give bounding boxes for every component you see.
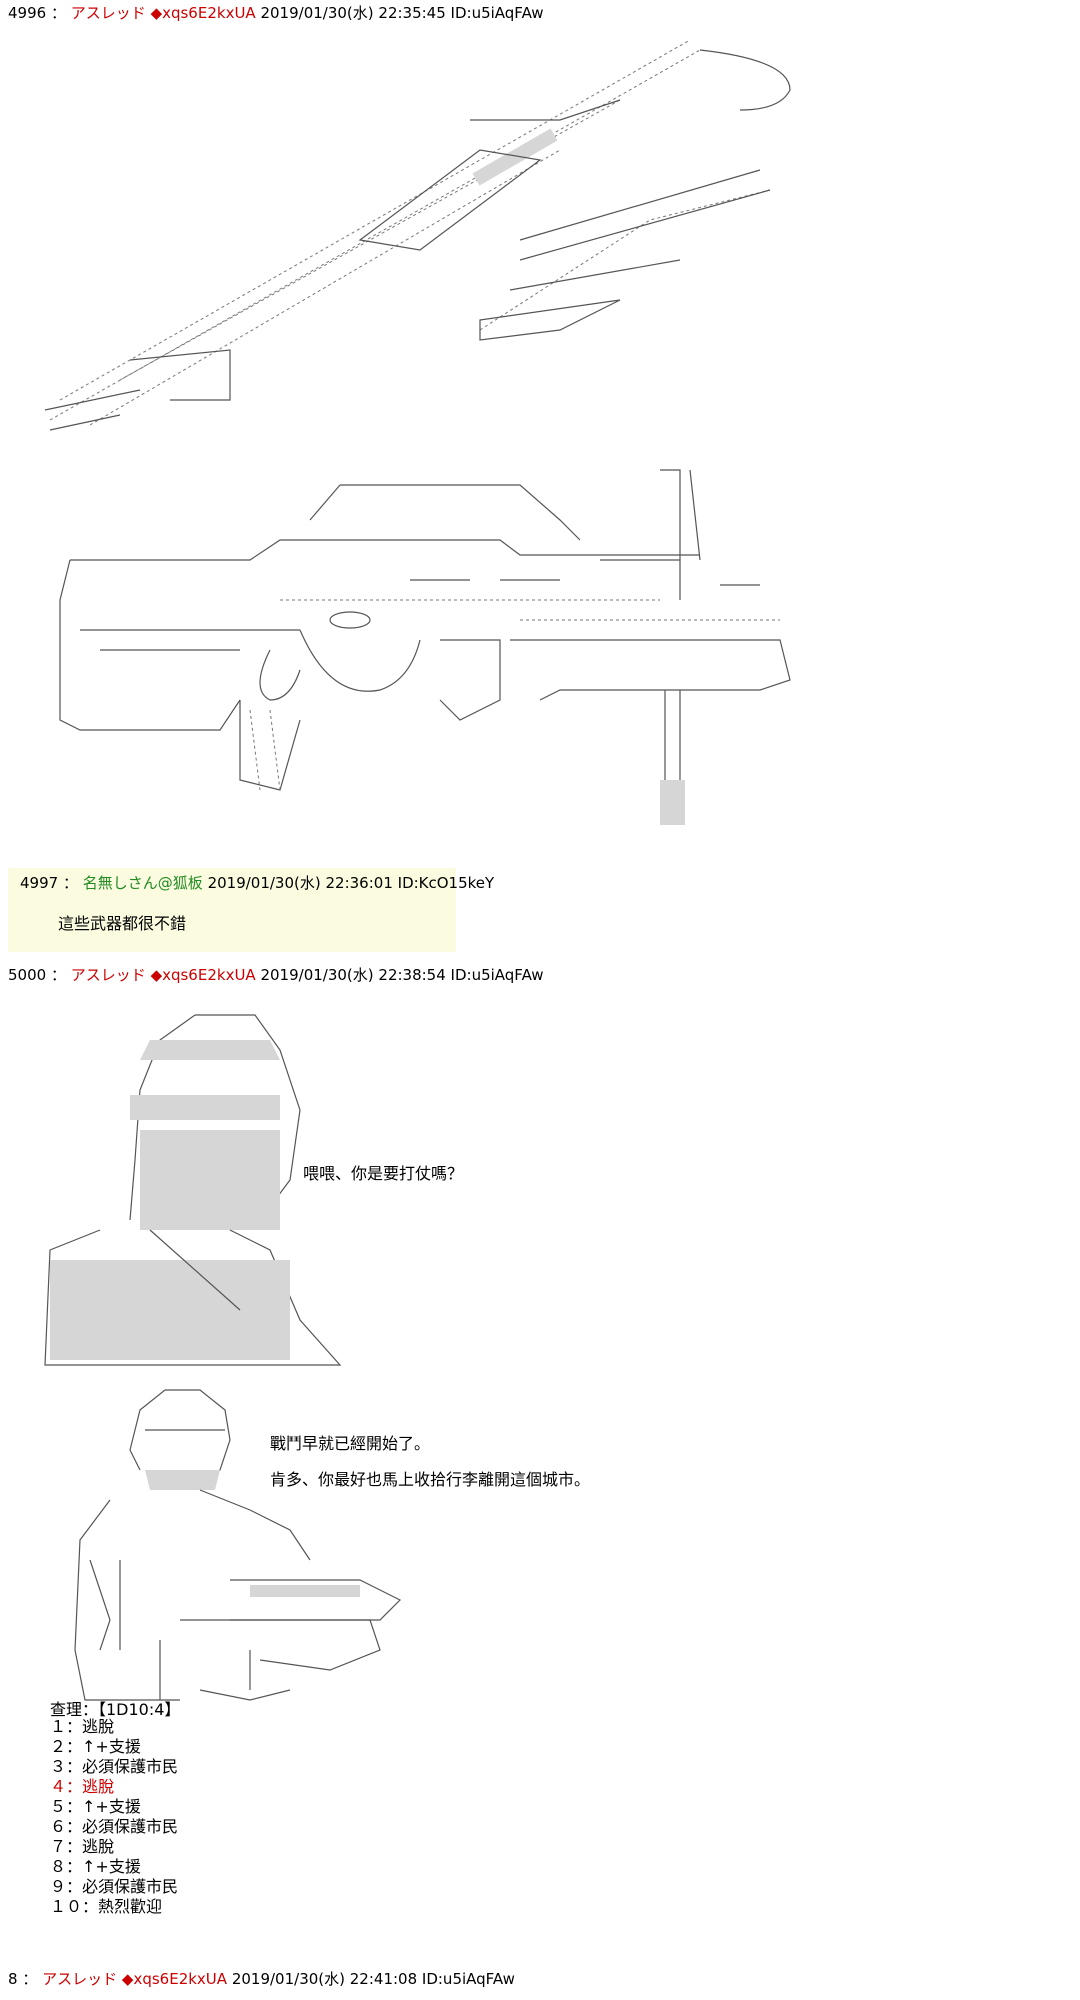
post-id[interactable]: ID:u5iAqFAw xyxy=(421,1970,515,1988)
poster-name[interactable]: アスレッド xyxy=(70,966,146,984)
post-separator: ： xyxy=(50,4,66,22)
list-item: １０：熱烈歡迎 xyxy=(50,1897,163,1916)
list-item: ３：必須保護市民 xyxy=(50,1757,179,1776)
dialogue-line: 喂喂、你是要打仗嗎？ xyxy=(303,1164,464,1183)
post-header-4996: 4996 ： アスレッド ◆xqs6E2kxUA 2019/01/30(水) 2… xyxy=(8,4,543,22)
list-item: ８：↑+支援 xyxy=(50,1857,141,1876)
dialogue-line: 戰鬥早就已經開始了。 xyxy=(270,1434,431,1453)
post-id[interactable]: ID:KcO15keY xyxy=(397,874,495,892)
rocket-launcher-art xyxy=(44,39,791,431)
post-separator: ： xyxy=(22,1970,38,1988)
post-id[interactable]: ID:u5iAqFAw xyxy=(450,4,544,22)
character-art-sunglasses xyxy=(44,1014,342,1366)
poster-trip: ◆xqs6E2kxUA xyxy=(121,1970,228,1988)
poster-name[interactable]: 名無しさん@狐板 xyxy=(82,874,203,892)
list-item: ７：逃脫 xyxy=(50,1837,115,1856)
post-header-5000: 5000 ： アスレッド ◆xqs6E2kxUA 2019/01/30(水) 2… xyxy=(8,966,543,984)
poster-trip: ◆xqs6E2kxUA xyxy=(150,966,256,984)
dialogue-line: 肯多、你最好也馬上收拾行李離開這個城市。 xyxy=(270,1470,591,1489)
post-id[interactable]: ID:u5iAqFAw xyxy=(450,966,544,984)
poster-name[interactable]: アスレッド xyxy=(42,1970,118,1988)
post-separator: ： xyxy=(50,966,66,984)
rifle-art xyxy=(59,469,791,825)
post-number: 4996 xyxy=(8,4,47,22)
poster-name[interactable]: アスレッド xyxy=(70,4,146,22)
poster-trip: ◆xqs6E2kxUA xyxy=(150,4,256,22)
reply-post-4997: 4997 ： 名無しさん@狐板 2019/01/30(水) 22:36:01 I… xyxy=(8,868,494,952)
post-number: 8 xyxy=(8,1970,18,1988)
list-item: １：逃脫 xyxy=(50,1717,115,1736)
list-item-selected: ４：逃脫 xyxy=(50,1777,115,1796)
post-header-4997: 4997 ： 名無しさん@狐板 2019/01/30(水) 22:36:01 I… xyxy=(8,868,494,892)
list-item: ２：↑+支援 xyxy=(50,1737,141,1756)
post-header-8: 8 ： アスレッド ◆xqs6E2kxUA 2019/01/30(水) 22:4… xyxy=(8,1970,515,1988)
post-number: 4997 xyxy=(20,874,59,892)
character-art-soldier xyxy=(74,1389,402,1701)
list-item: ９：必須保護市民 xyxy=(50,1877,179,1896)
post-datetime: 2019/01/30(水) 22:36:01 xyxy=(207,874,393,892)
post-datetime: 2019/01/30(水) 22:38:54 xyxy=(260,966,446,984)
post-separator: ： xyxy=(62,874,78,892)
choice-list: １：逃脫 ２：↑+支援 ３：必須保護市民 ４：逃脫 ５：↑+支援 ６：必須保護市… xyxy=(50,1717,178,1917)
post-number: 5000 xyxy=(8,966,47,984)
list-item: ５：↑+支援 xyxy=(50,1797,141,1816)
dice-roll-header: 查理：【1D10:4】 xyxy=(50,1700,181,1719)
post-body: 這些武器都很不錯 xyxy=(58,914,187,933)
post-datetime: 2019/01/30(水) 22:41:08 xyxy=(231,1970,418,1988)
list-item: ６：必須保護市民 xyxy=(50,1817,179,1836)
post-datetime: 2019/01/30(水) 22:35:45 xyxy=(260,4,446,22)
